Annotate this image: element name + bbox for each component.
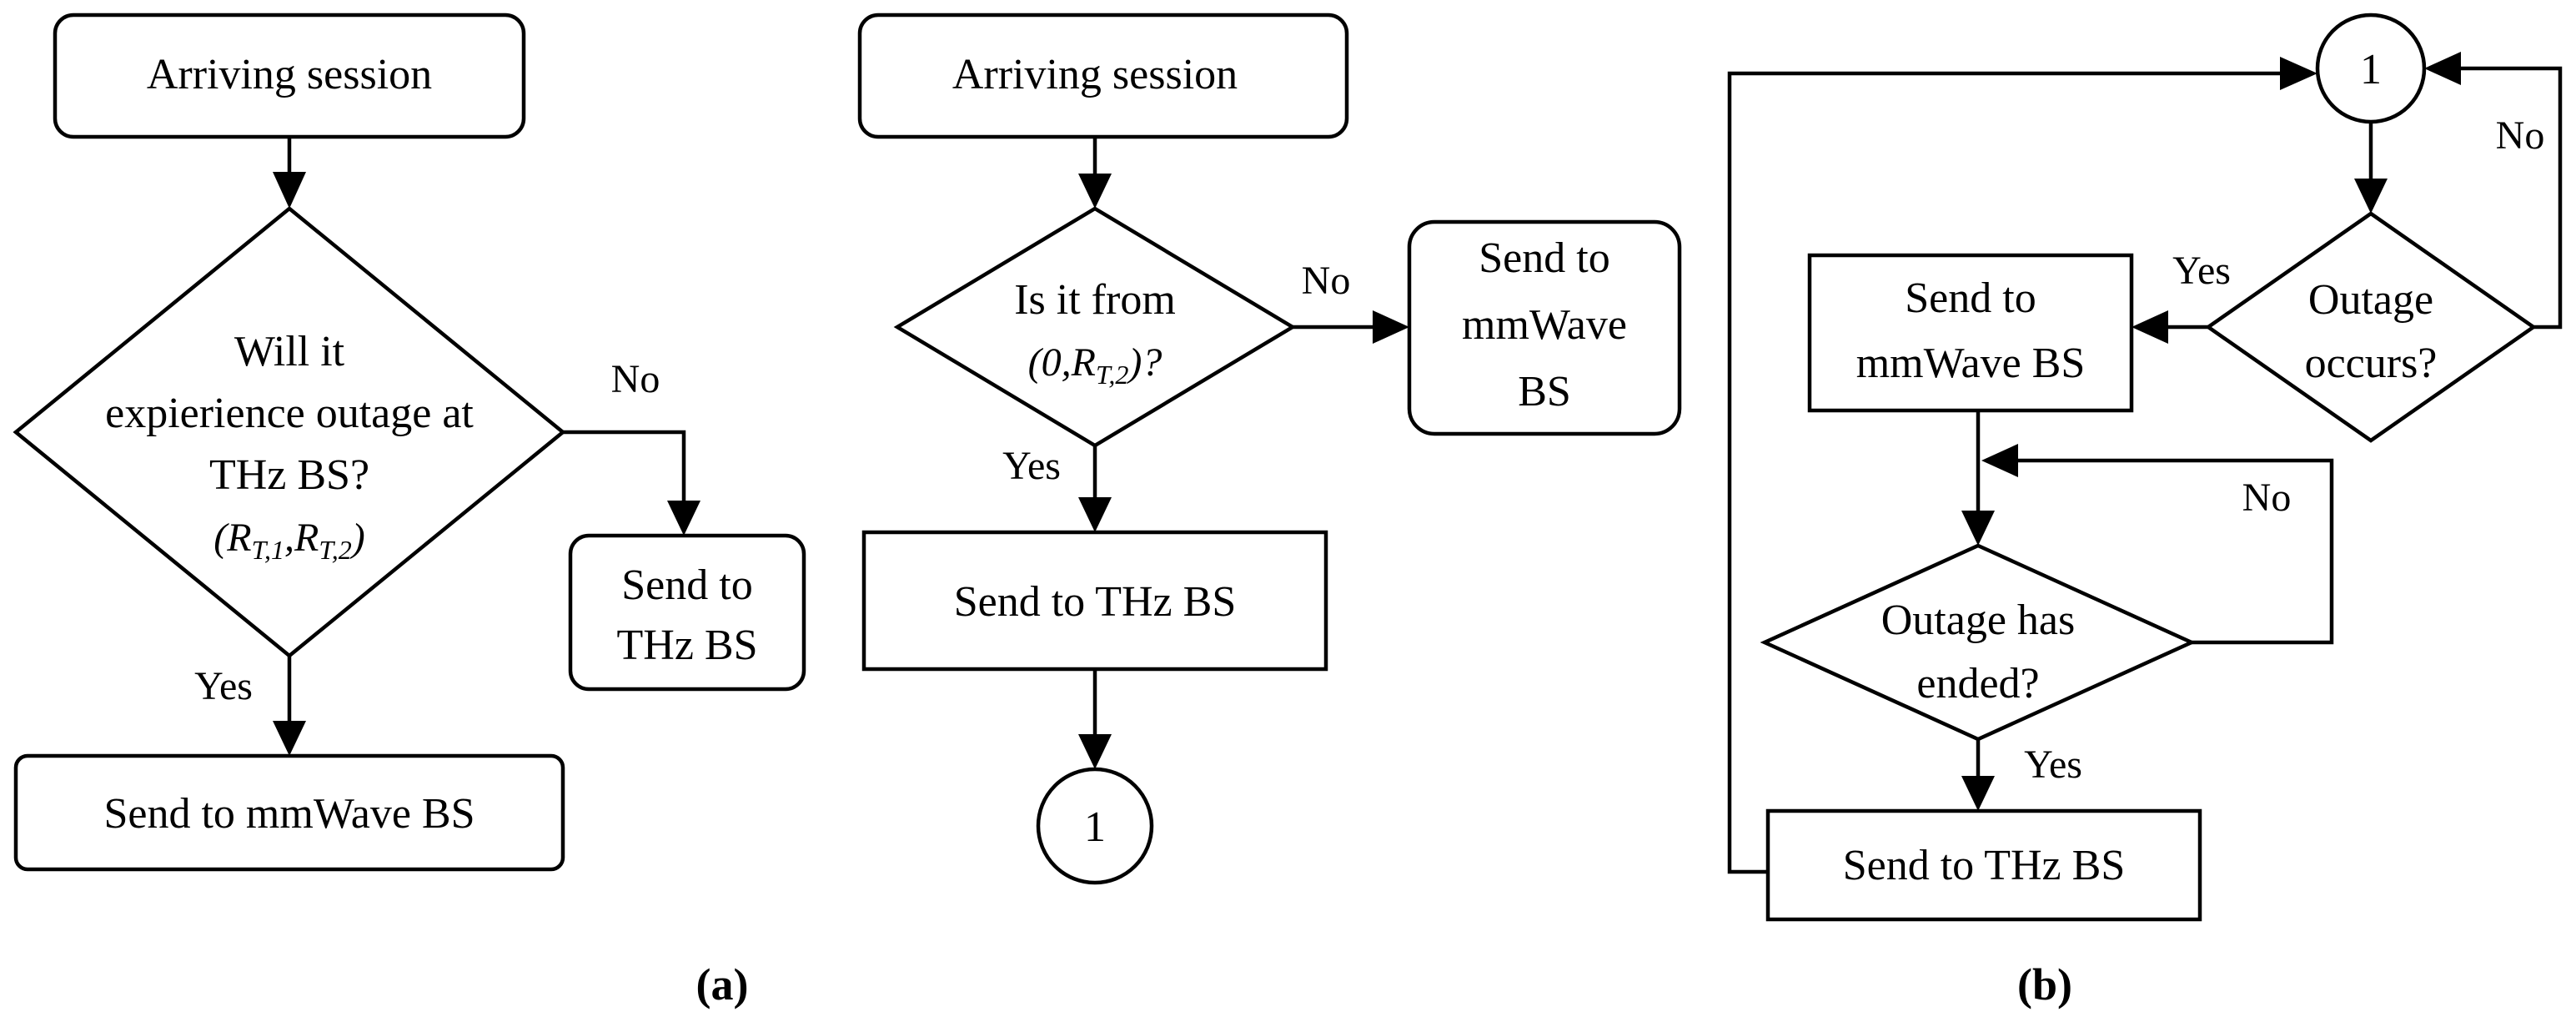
a-right-connector-1 <box>1036 767 1154 885</box>
a-left-send-mmwave-label: Send to mmWave BS <box>103 790 475 838</box>
a-left-decision-line2: expierience outage at <box>105 390 474 437</box>
a-left-arrowhead-mmwave <box>273 721 306 756</box>
b-send-thz-label: Send to THz BS <box>1843 842 2126 889</box>
a-left-arrowhead-thz <box>667 501 700 536</box>
panel-a-left-flowchart: Arriving session Will it expierience out… <box>13 13 806 872</box>
b-yes-label-outage: Yes <box>2172 249 2231 293</box>
b-send-mmwave-box <box>1807 253 2134 413</box>
a-right-send-thz-label: Send to THz BS <box>954 578 1237 626</box>
a-right-no-label: No <box>1302 259 1351 303</box>
a-left-arrowhead-decision <box>273 172 306 209</box>
a-right-send-mmwave-box <box>1407 219 1682 436</box>
b-ended-decision-line1: Outage has <box>1881 597 2075 644</box>
b-no-loop-line <box>2448 66 2563 330</box>
a-right-yes-label: Yes <box>1002 444 1061 488</box>
b-arrowhead-connector-right <box>2424 52 2461 85</box>
a-left-no-label: No <box>611 357 660 401</box>
a-right-send-mmwave-line1: Send to <box>1479 234 1609 282</box>
b-return-loop-line <box>1727 71 2292 874</box>
b-arrowhead-mmwave <box>2132 310 2168 344</box>
a-right-connector-label: 1 <box>1084 803 1106 851</box>
b-no-label-top: No <box>2496 113 2545 158</box>
a-right-arrowhead-connector <box>1078 734 1112 769</box>
b-outage-occurs-diamond <box>2205 211 2537 443</box>
panel-a-caption: (a) <box>696 959 749 1009</box>
b-no-label-ended: No <box>2242 476 2292 520</box>
b-outage-decision-line2: occurs? <box>2305 340 2438 387</box>
a-left-no-branch-line <box>563 430 686 509</box>
a-left-yes-label: Yes <box>194 664 253 708</box>
a-right-decision-line2: (0,RT,2)? <box>1028 340 1162 390</box>
b-arrowhead-no-loop-ended <box>1981 444 2018 477</box>
a-left-send-thz-box <box>568 533 806 692</box>
b-send-mmwave-line2: mmWave BS <box>1856 340 2086 387</box>
a-right-arrowhead-decision <box>1078 174 1112 209</box>
a-left-send-thz-line2: THz BS <box>617 622 758 669</box>
b-send-mmwave-line1: Send to <box>1905 274 2036 322</box>
b-arrowhead-ended-decision <box>1961 511 1995 546</box>
a-right-decision-line1: Is it from <box>1014 276 1176 324</box>
a-left-send-mmwave-box <box>13 753 565 872</box>
a-right-arriving-session-box <box>857 13 1349 139</box>
b-arrowhead-thz <box>1961 776 1995 811</box>
panel-b-caption: (b) <box>2017 959 2072 1009</box>
b-arrowhead-outage-decision <box>2354 179 2388 214</box>
a-right-send-thz-box <box>861 530 1328 672</box>
panel-b-flowchart: 1 No Outage occurs? Yes Send to mmWave B… <box>1727 13 2563 922</box>
a-right-arrowhead-thz <box>1078 497 1112 532</box>
b-send-thz-box <box>1765 808 2202 922</box>
b-connector-label: 1 <box>2360 46 2382 93</box>
b-yes-label-ended: Yes <box>2024 743 2082 787</box>
panel-a-right-flowchart: Arriving session Is it from (0,RT,2)? No… <box>857 13 1682 885</box>
b-outage-decision-line1: Outage <box>2308 276 2433 324</box>
a-left-decision-line1: Will it <box>234 328 345 375</box>
a-left-decision-line3: THz BS? <box>209 451 369 499</box>
a-right-send-mmwave-line2: mmWave <box>1462 301 1627 349</box>
a-left-send-thz-line1: Send to <box>621 561 752 609</box>
b-ended-decision-line2: ended? <box>1916 660 2039 707</box>
a-right-send-mmwave-line3: BS <box>1518 368 1571 415</box>
b-no-loop-ended-line <box>2010 458 2334 645</box>
a-right-origin-decision-diamond <box>893 206 1297 448</box>
b-arrowhead-connector-left <box>2280 57 2317 90</box>
a-right-arrowhead-mmwave <box>1373 310 1409 344</box>
a-left-arriving-session-label: Arriving session <box>147 51 432 98</box>
a-right-arriving-session-label: Arriving session <box>952 51 1238 98</box>
